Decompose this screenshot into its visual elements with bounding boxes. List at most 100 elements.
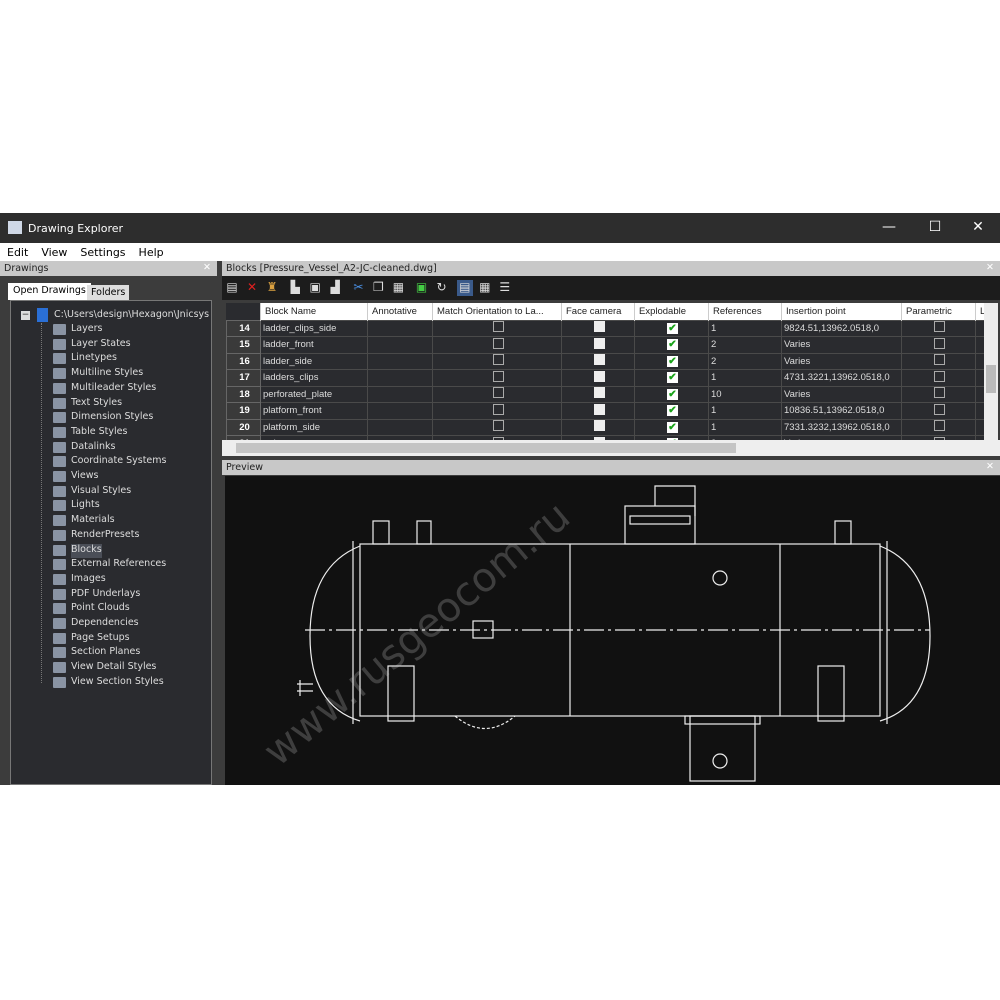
parametric-checkbox[interactable] bbox=[934, 387, 945, 399]
tree-item-view-section-styles[interactable]: View Section Styles bbox=[53, 676, 164, 690]
tree-item-lights[interactable]: Lights bbox=[53, 499, 100, 513]
insert-icon[interactable]: ▙ bbox=[290, 280, 300, 294]
thumbnail-view-icon[interactable]: ▦ bbox=[479, 280, 491, 294]
tree-item-pdf-underlays[interactable]: PDF Underlays bbox=[53, 588, 140, 602]
match-orientation-checkbox[interactable] bbox=[492, 387, 504, 399]
tree-item-datalinks[interactable]: Datalinks bbox=[53, 441, 115, 455]
explodable-checkbox[interactable]: ✔ bbox=[667, 322, 678, 334]
paste-icon[interactable]: ▦ bbox=[392, 280, 405, 294]
vertical-scrollbar[interactable] bbox=[984, 303, 998, 440]
face-camera-checkbox[interactable] bbox=[593, 370, 605, 382]
parametric-checkbox[interactable] bbox=[934, 370, 945, 382]
close-icon[interactable]: ✕ bbox=[986, 262, 994, 273]
horizontal-scrollbar[interactable] bbox=[222, 440, 1000, 456]
tab-open-drawings[interactable]: Open Drawings bbox=[8, 283, 91, 300]
match-orientation-checkbox[interactable] bbox=[492, 420, 504, 432]
tree-item-dimension-styles[interactable]: Dimension Styles bbox=[53, 411, 153, 425]
explodable-checkbox[interactable]: ✔ bbox=[667, 355, 678, 367]
tree-item-blocks[interactable]: Blocks bbox=[53, 543, 102, 558]
explodable-checkbox[interactable]: ✔ bbox=[667, 339, 678, 351]
tree-item-layer-states[interactable]: Layer States bbox=[53, 338, 131, 352]
tree-item-renderpresets[interactable]: RenderPresets bbox=[53, 529, 139, 543]
column-header[interactable]: Block Name bbox=[260, 303, 368, 320]
match-orientation-checkbox[interactable] bbox=[492, 370, 504, 382]
tree-item-views[interactable]: Views bbox=[53, 470, 99, 484]
face-camera-checkbox[interactable] bbox=[593, 337, 605, 349]
column-header[interactable]: Match Orientation to La... bbox=[432, 303, 562, 320]
tree-item-materials[interactable]: Materials bbox=[53, 514, 115, 528]
edit-block-icon[interactable]: ▣ bbox=[309, 280, 321, 294]
explodable-checkbox[interactable]: ✔ bbox=[667, 405, 678, 417]
table-row[interactable]: 21point✔3Varies bbox=[226, 435, 984, 440]
column-header[interactable]: References bbox=[708, 303, 782, 320]
parametric-checkbox[interactable] bbox=[934, 337, 945, 349]
tree-root-path[interactable]: C:\Users\design\Hexagon\Jnicsys bbox=[54, 309, 210, 320]
parametric-checkbox[interactable] bbox=[934, 403, 945, 415]
tree-item-visual-styles[interactable]: Visual Styles bbox=[53, 485, 131, 499]
export-icon[interactable]: ▟ bbox=[330, 280, 340, 294]
face-camera-checkbox[interactable] bbox=[593, 387, 605, 399]
details-view-icon[interactable]: ▤ bbox=[456, 280, 473, 296]
tree-item-layers[interactable]: Layers bbox=[53, 323, 102, 337]
tree-item-images[interactable]: Images bbox=[53, 573, 106, 587]
tree-item-page-setups[interactable]: Page Setups bbox=[53, 632, 130, 646]
tree-item-coordinate-systems[interactable]: Coordinate Systems bbox=[53, 455, 166, 469]
parametric-checkbox[interactable] bbox=[934, 354, 945, 366]
column-header[interactable]: Explodable bbox=[634, 303, 709, 320]
face-camera-checkbox[interactable] bbox=[593, 420, 605, 432]
menu-help[interactable]: Help bbox=[138, 246, 164, 259]
tree-item-linetypes[interactable]: Linetypes bbox=[53, 352, 117, 366]
menu-settings[interactable]: Settings bbox=[80, 246, 126, 259]
menu-view[interactable]: View bbox=[41, 246, 68, 259]
tree-view-icon[interactable]: ☰ bbox=[499, 280, 511, 294]
column-header[interactable]: Annotative bbox=[367, 303, 433, 320]
close-icon[interactable]: ✕ bbox=[986, 461, 994, 472]
tree-item-point-clouds[interactable]: Point Clouds bbox=[53, 602, 130, 616]
purge-brush-icon[interactable]: ♜ bbox=[266, 280, 278, 294]
close-icon[interactable]: ✕ bbox=[203, 262, 211, 273]
tree-item-dependencies[interactable]: Dependencies bbox=[53, 617, 139, 631]
explodable-checkbox[interactable]: ✔ bbox=[667, 438, 678, 440]
tab-folders[interactable]: Folders bbox=[87, 285, 130, 300]
tree-item-view-detail-styles[interactable]: View Detail Styles bbox=[53, 661, 156, 675]
refresh-icon[interactable]: ↻ bbox=[436, 280, 447, 294]
scrollbar-thumb[interactable] bbox=[986, 365, 996, 393]
new-block-icon[interactable]: ▤ bbox=[226, 280, 238, 294]
close-button[interactable]: ✕ bbox=[972, 219, 984, 235]
parametric-checkbox[interactable] bbox=[934, 436, 945, 440]
tree-item-multiline-styles[interactable]: Multiline Styles bbox=[53, 367, 143, 381]
match-orientation-checkbox[interactable] bbox=[492, 403, 504, 415]
match-orientation-checkbox[interactable] bbox=[492, 354, 504, 366]
explodable-checkbox[interactable]: ✔ bbox=[667, 388, 678, 400]
column-header[interactable]: Parametric bbox=[901, 303, 976, 320]
tree-item-multileader-styles[interactable]: Multileader Styles bbox=[53, 382, 156, 396]
delete-icon[interactable]: ✕ bbox=[246, 280, 258, 294]
minimize-button[interactable]: — bbox=[882, 219, 896, 235]
copy-icon[interactable]: ❐ bbox=[372, 280, 384, 294]
explodable-checkbox[interactable]: ✔ bbox=[667, 421, 678, 433]
match-orientation-checkbox[interactable] bbox=[492, 436, 504, 440]
face-camera-checkbox[interactable] bbox=[593, 354, 605, 366]
parametric-checkbox[interactable] bbox=[934, 420, 945, 432]
tree-item-section-planes[interactable]: Section Planes bbox=[53, 646, 140, 660]
maximize-button[interactable]: ☐ bbox=[928, 219, 942, 235]
menu-edit[interactable]: Edit bbox=[7, 246, 29, 259]
tree-item-table-styles[interactable]: Table Styles bbox=[53, 426, 127, 440]
match-orientation-checkbox[interactable] bbox=[492, 321, 504, 333]
face-camera-checkbox[interactable] bbox=[593, 403, 605, 415]
explodable-checkbox[interactable]: ✔ bbox=[667, 372, 678, 384]
tree-item-external-references[interactable]: External References bbox=[53, 558, 166, 572]
match-orientation-checkbox[interactable] bbox=[492, 337, 504, 349]
column-header[interactable]: Insertion point bbox=[781, 303, 902, 320]
column-header[interactable]: Face camera bbox=[561, 303, 635, 320]
face-camera-checkbox[interactable] bbox=[593, 321, 605, 333]
scrollbar-thumb[interactable] bbox=[236, 443, 736, 453]
parametric-checkbox[interactable] bbox=[934, 321, 945, 333]
